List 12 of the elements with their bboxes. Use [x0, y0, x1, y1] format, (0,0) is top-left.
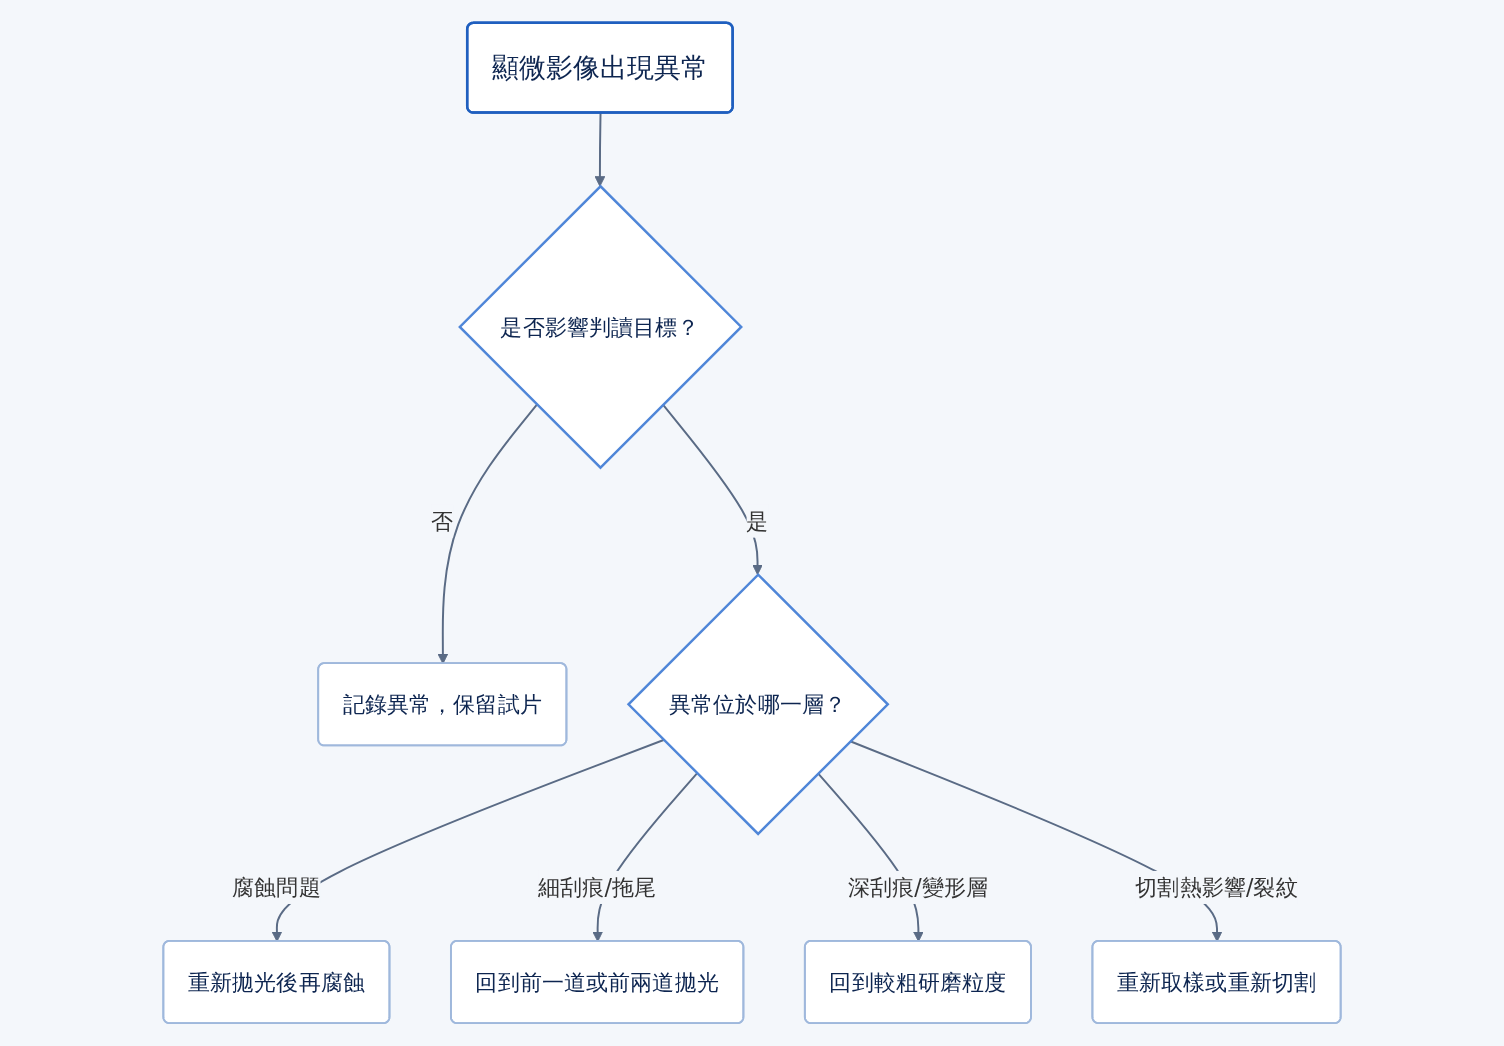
arrow — [594, 112, 606, 187]
arrow — [271, 739, 665, 942]
edge-label: 腐蝕問題 — [232, 874, 321, 901]
edge-label: 深刮痕/變形層 — [847, 874, 988, 901]
edge-label: 是 — [746, 508, 769, 535]
edge-label: 否 — [431, 508, 454, 535]
node-diamond: 異常位於哪一層？ — [626, 572, 890, 836]
arrow — [662, 403, 763, 576]
edge-label: 切割熱影響/裂紋 — [1135, 874, 1298, 901]
arrow — [437, 403, 538, 665]
edge-label: 細刮痕/拖尾 — [538, 874, 657, 901]
node-diamond: 是否影響判讀目標？ — [458, 184, 743, 470]
